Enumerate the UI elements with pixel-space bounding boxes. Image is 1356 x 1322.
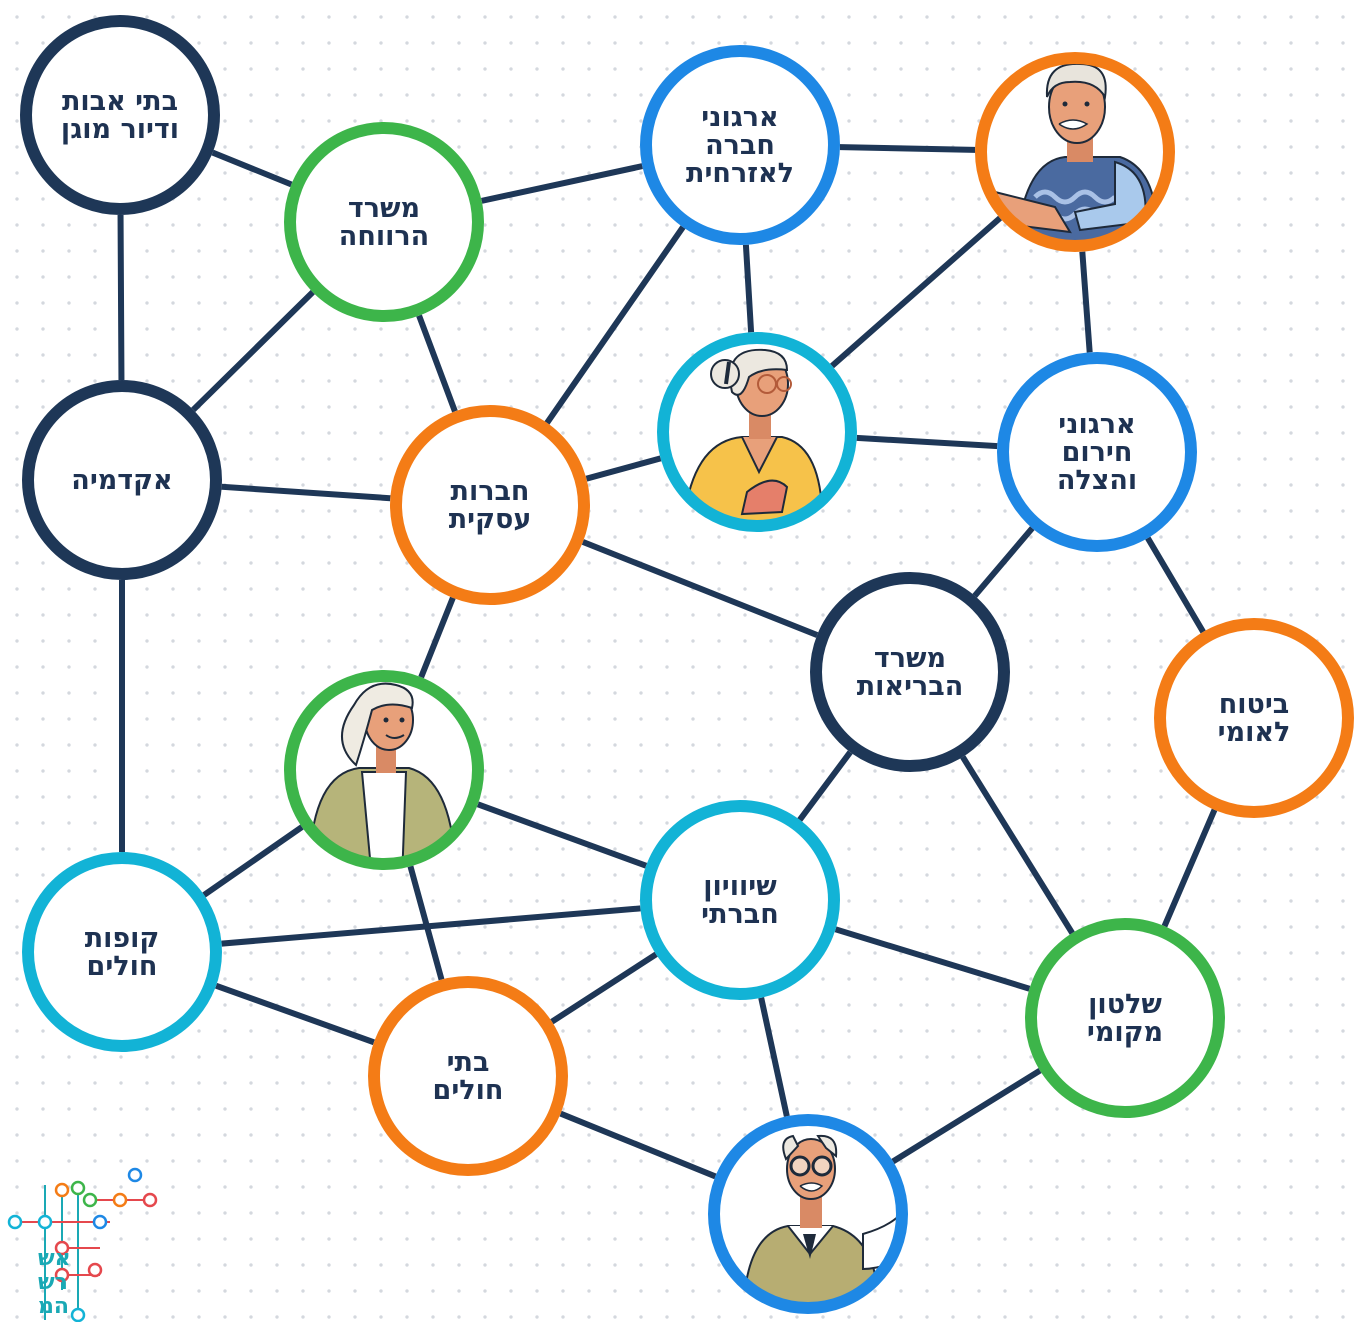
node-fill bbox=[810, 572, 1010, 772]
node-person-old-man[interactable] bbox=[975, 52, 1175, 262]
node-label-line: אקדמיה bbox=[71, 465, 172, 496]
node-akademia[interactable]: אקדמיה bbox=[22, 380, 222, 580]
node-label-line: חברתי bbox=[701, 899, 779, 930]
node-label-line: והצלה bbox=[1057, 465, 1137, 496]
node-ring bbox=[284, 670, 484, 870]
node-label-line: משרד bbox=[348, 193, 420, 224]
logo-text: רש bbox=[38, 1270, 68, 1295]
node-fill bbox=[22, 380, 222, 580]
node-label-line: חירום bbox=[1062, 437, 1133, 468]
node-ring bbox=[22, 380, 222, 580]
node-label-line: ודיור מוגן bbox=[61, 114, 179, 145]
node-ring bbox=[657, 332, 857, 532]
node-fill bbox=[997, 352, 1197, 552]
node-label-line: ביטוח bbox=[1219, 689, 1290, 720]
node-fill bbox=[22, 852, 222, 1052]
logo-text: אש bbox=[38, 1246, 71, 1271]
node-label-line: חולים bbox=[87, 951, 158, 982]
node-fill bbox=[1154, 618, 1354, 818]
node-ring bbox=[368, 976, 568, 1176]
edge-shivyon-chevrati-to-kupot-cholim bbox=[119, 897, 743, 955]
node-ring bbox=[20, 15, 220, 215]
node-person-woman-green[interactable] bbox=[284, 670, 484, 880]
logo-mark-icon bbox=[7, 1167, 158, 1322]
node-label-line: בתי bbox=[447, 1047, 490, 1078]
node-label-line: שלטון bbox=[1088, 989, 1162, 1020]
node-ring bbox=[1154, 618, 1354, 818]
node-label-line: מקומי bbox=[1087, 1017, 1163, 1048]
node-fill bbox=[20, 15, 220, 215]
node-label-line: ארגוני bbox=[1058, 409, 1135, 440]
node-ring bbox=[708, 1114, 908, 1314]
node-ring bbox=[810, 572, 1010, 772]
node-label-line: לאזרחית bbox=[686, 158, 794, 189]
node-label-line: קופות bbox=[85, 923, 160, 954]
node-label-line: בתי אבות bbox=[62, 86, 178, 117]
logo-text: המ bbox=[38, 1294, 69, 1319]
node-ring bbox=[22, 852, 222, 1052]
node-label-line: חולים bbox=[433, 1075, 504, 1106]
node-ring bbox=[975, 52, 1175, 252]
node-label-line: שיוויון bbox=[703, 871, 777, 902]
node-fill bbox=[640, 800, 840, 1000]
node-ring bbox=[1025, 918, 1225, 1118]
node-label-line: הבריאות bbox=[857, 671, 964, 702]
node-label-line: ארגוני bbox=[701, 102, 778, 133]
node-fill bbox=[1025, 918, 1225, 1118]
node-fill bbox=[368, 976, 568, 1176]
node-label-line: חברות bbox=[451, 476, 530, 507]
node-ring bbox=[640, 45, 840, 245]
node-fill bbox=[640, 45, 840, 245]
node-ring bbox=[390, 405, 590, 605]
node-label-line: עסקית bbox=[449, 504, 532, 535]
node-ring bbox=[640, 800, 840, 1000]
node-label-line: חברה bbox=[705, 130, 775, 161]
node-person-old-man-glasses[interactable] bbox=[708, 1114, 913, 1322]
node-fill bbox=[390, 405, 590, 605]
node-ring bbox=[997, 352, 1197, 552]
node-fill bbox=[284, 122, 484, 322]
node-ring bbox=[284, 122, 484, 322]
node-label-line: לאומי bbox=[1218, 717, 1291, 748]
node-label-line: הרווחה bbox=[339, 221, 429, 252]
node-person-old-woman[interactable] bbox=[657, 332, 857, 542]
node-label-line: משרד bbox=[874, 643, 946, 674]
